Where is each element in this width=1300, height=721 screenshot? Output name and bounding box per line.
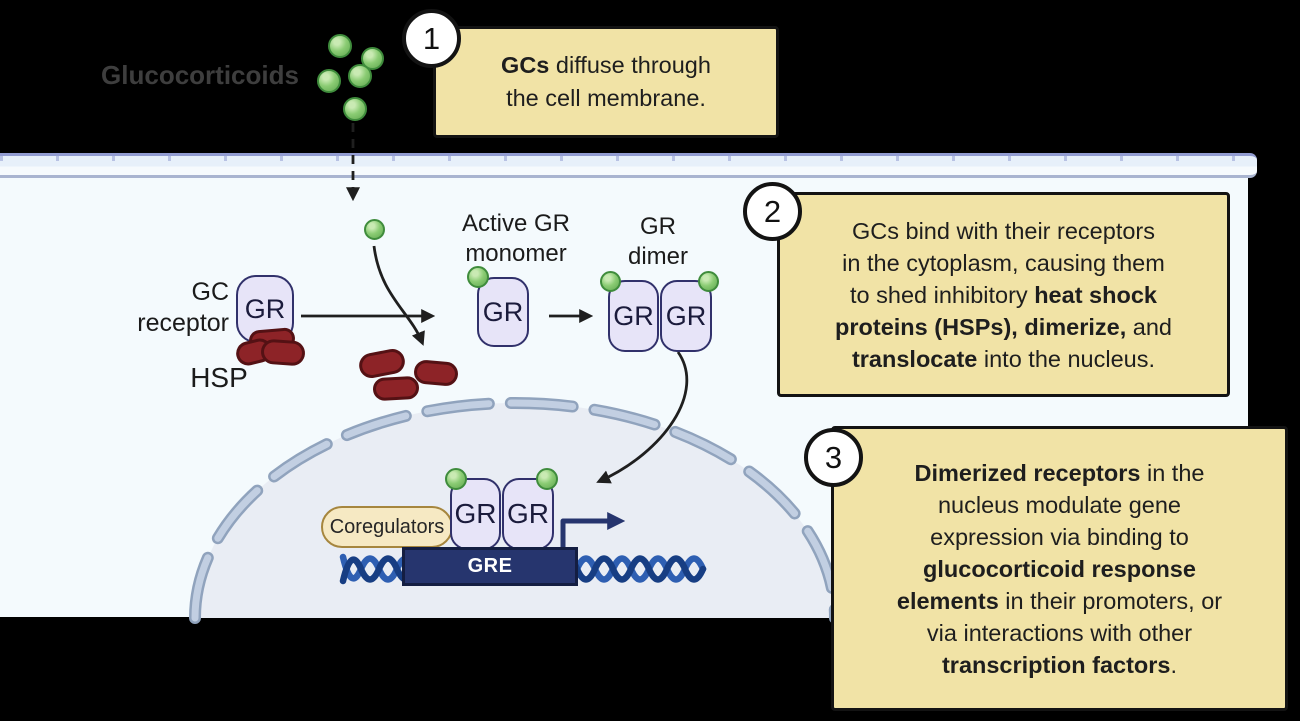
gr-dimer-label: GR dimer: [600, 212, 716, 272]
gc-receptor-label-line2: receptor: [137, 309, 229, 337]
cell-membrane: [0, 153, 1257, 178]
hsp-blob: [260, 338, 306, 367]
active-gr-monomer-label-line2: monomer: [465, 240, 567, 267]
callout-number-1: 1: [402, 9, 461, 68]
gc-receptor-label: GC receptor: [105, 277, 229, 339]
gr-dimer-label-line2: dimer: [627, 243, 688, 270]
active-gr-monomer-label: Active GR monomer: [444, 209, 588, 269]
hsp-blob: [372, 375, 420, 402]
gr-label: GR: [454, 498, 497, 529]
coregulators-label: Coregulators: [329, 515, 445, 538]
gc-molecule-icon: [445, 468, 467, 490]
gre-label: GRE: [467, 555, 513, 577]
gc-molecule-icon: [698, 271, 719, 292]
gc-molecule-icon: [536, 468, 558, 490]
gr-label: GR: [665, 300, 707, 331]
gc-molecule-icon: [467, 266, 489, 288]
callout-number-2: 2: [743, 182, 802, 241]
gr-monomer: GR: [477, 277, 529, 347]
gre-box: GRE: [402, 547, 578, 586]
gc-receptor-label-line1: GC: [191, 278, 230, 306]
coregulators-pill: Coregulators: [321, 506, 453, 548]
hsp-label: HSP: [190, 362, 248, 393]
gr-label: GR: [613, 300, 654, 331]
gr-dimer-label-line1: GR: [640, 213, 676, 240]
gr-label: GR: [507, 498, 549, 529]
gr-label: GR: [482, 296, 524, 327]
hsp-blob: [413, 359, 459, 387]
callout-number-3: 3: [804, 428, 863, 487]
gc-molecule-icon: [361, 47, 384, 70]
gr-dimer-left: GR: [608, 280, 659, 352]
gc-molecule-icon: [600, 271, 621, 292]
callout-number-3-value: 3: [824, 439, 843, 475]
gc-molecule-icon: [364, 219, 385, 240]
callout-number-1-value: 1: [422, 20, 441, 56]
gr-dimer-right: GR: [660, 280, 712, 352]
glucocorticoids-label: Glucocorticoids: [101, 60, 299, 90]
gc-molecule-icon: [348, 64, 372, 88]
active-gr-monomer-label-line1: Active GR: [461, 210, 571, 237]
gc-molecule-icon: [317, 69, 341, 93]
gc-molecule-icon: [343, 97, 367, 121]
gr-label: GR: [244, 293, 286, 324]
callout-number-2-value: 2: [763, 193, 782, 229]
gc-molecule-icon: [328, 34, 352, 58]
